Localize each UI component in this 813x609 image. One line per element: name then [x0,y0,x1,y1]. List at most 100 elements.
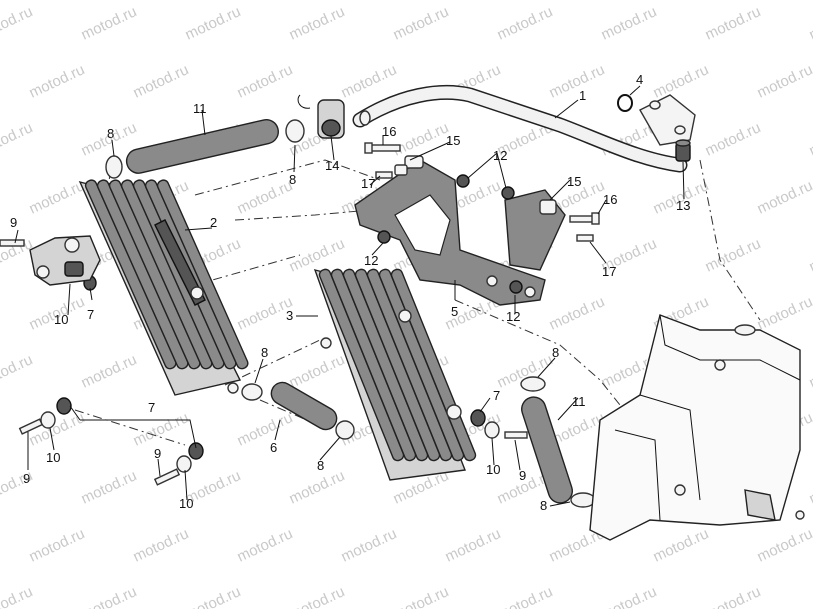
watermark-text: motod.ru [807,119,813,159]
callout-5: 5 [451,304,458,319]
mounting-bracket [354,155,566,306]
callout-labels: 1 2 3 4 5 6 7 7 7 8 8 8 8 8 8 9 9 9 9 10… [10,72,690,513]
watermark-text: motod.ru [755,293,813,333]
callout-17a: 17 [361,176,375,191]
callout-11b: 11 [572,394,586,409]
callout-8e: 8 [552,345,559,360]
washers-grommets [40,275,500,473]
watermark-text: motod.ru [131,61,192,101]
watermark-text: motod.ru [287,583,348,609]
watermark-text: motod.ru [287,3,348,43]
bolts [0,142,600,486]
watermark-text: motod.ru [651,525,712,565]
grommet [675,139,691,162]
callout-10d: 10 [486,462,500,477]
watermark-text: motod.ru [495,583,556,609]
callout-15a: 15 [446,133,460,148]
watermark-text: motod.ru [703,3,764,43]
oil-line-tube [352,84,696,173]
callout-4: 4 [636,72,643,87]
assembly-guide-lines [74,159,761,446]
watermark-text: motod.ru [0,119,35,159]
watermark-text: motod.ru [183,583,244,609]
watermark-text: motod.ru [599,583,660,609]
watermark-text: motod.ru [547,61,608,101]
watermark-text: motod.ru [79,467,140,507]
callout-10b: 10 [46,450,60,465]
callout-16b: 16 [603,192,617,207]
callout-3: 3 [286,308,293,323]
watermark-text: motod.ru [235,409,296,449]
watermark-text: motod.ru [755,525,813,565]
callout-leaders [14,85,685,507]
o-ring [617,94,633,112]
callout-8c: 8 [261,345,268,360]
callout-12b: 12 [364,253,378,268]
callout-6: 6 [270,440,277,455]
callout-8d: 8 [317,458,324,473]
watermark-text: motod.ru [27,409,88,449]
callout-2: 2 [210,215,217,230]
watermark-text: motod.ru [651,61,712,101]
callout-12a: 12 [493,148,507,163]
cooler-fin [156,179,249,370]
watermark-text: motod.ru [599,3,660,43]
watermark-text: motod.ru [287,351,348,391]
callout-9a: 9 [10,215,17,230]
frame-section [589,314,805,541]
callout-10c: 10 [179,496,193,511]
callout-8a: 8 [107,126,114,141]
callout-9b: 9 [23,471,30,486]
callout-8b: 8 [289,172,296,187]
callout-13: 13 [676,198,690,213]
watermark-text: motod.ru [443,525,504,565]
callout-7b: 7 [87,307,94,322]
watermark-text: motod.ru [235,525,296,565]
callout-12c: 12 [506,309,520,324]
callout-9d: 9 [519,468,526,483]
callout-7a: 7 [148,400,155,415]
hose-upper [125,119,279,174]
watermark-text: motod.ru [27,177,88,217]
fitting [297,94,345,139]
watermark-text: motod.ru [703,119,764,159]
watermark-text: motod.ru [79,351,140,391]
watermark-text: motod.ru [235,177,296,217]
watermark-text: motod.ru [807,3,813,43]
watermark-text: motod.ru [27,525,88,565]
watermark-text: motod.ru [703,583,764,609]
hose-clamps [105,119,596,508]
watermark-text: motod.ru [27,61,88,101]
watermark-text: motod.ru [807,467,813,507]
callout-1: 1 [579,88,586,103]
oil-cooler-left [78,179,249,396]
watermark-text: motod.ru [755,61,813,101]
hose-short [270,381,338,431]
watermark-text: motod.ru [287,467,348,507]
cooler-adapter [29,235,101,286]
watermark-text: motod.ru [0,583,35,609]
callout-8f: 8 [540,498,547,513]
callout-11a: 11 [193,101,207,116]
watermark-text: motod.ru [807,235,813,275]
watermark-text: motod.ru [131,525,192,565]
watermark-text: motod.ru [79,583,140,609]
callout-15b: 15 [567,174,581,189]
watermark-text: motod.ru [391,119,452,159]
watermark-text: motod.ru [391,583,452,609]
callout-14: 14 [325,158,339,173]
watermark-text: motod.ru [131,409,192,449]
watermark-text: motod.ru [703,235,764,275]
watermark-text: motod.ru [755,177,813,217]
watermark-text: motod.ru [807,351,813,391]
hose-lower [521,396,573,504]
watermark-text: motod.ru [0,351,35,391]
watermark-text: motod.ru [495,3,556,43]
watermark-text: motod.ru [547,293,608,333]
watermark-text: motod.ru [183,3,244,43]
callout-10a: 10 [54,312,68,327]
watermark-text: motod.ru [807,583,813,609]
callout-17b: 17 [602,264,616,279]
watermark-text: motod.ru [391,3,452,43]
